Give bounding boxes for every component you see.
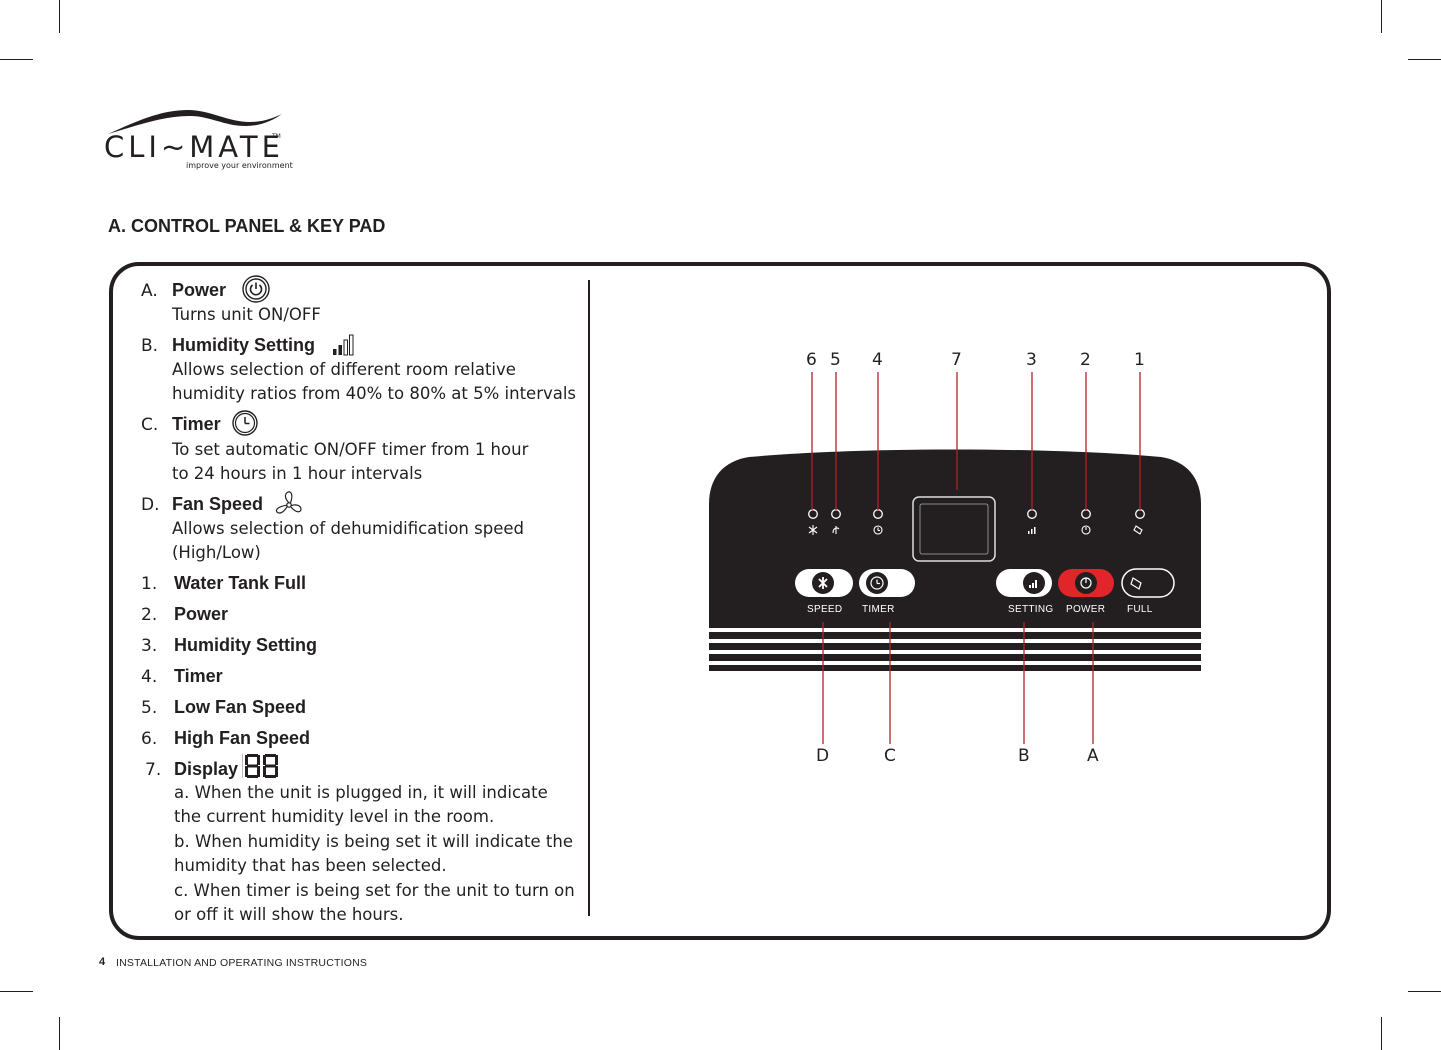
logo-tagline: improve your environment <box>186 161 293 170</box>
crop-mark <box>59 0 60 33</box>
list-heading: Power <box>174 604 229 624</box>
list-heading: Low Fan Speed <box>174 697 307 717</box>
list-marker: 3. <box>141 636 158 656</box>
callout-letter: B <box>1018 746 1030 766</box>
callout-number: 3 <box>1026 350 1037 370</box>
callout-number: 7 <box>951 350 962 370</box>
list-description: c. When timer is being set for the unit … <box>174 881 575 900</box>
crop-mark <box>0 991 33 992</box>
clock-icon <box>232 410 258 436</box>
crop-mark <box>59 1017 60 1050</box>
list-heading: Display <box>174 759 239 779</box>
callout-letter: D <box>816 746 830 766</box>
section-title: A. CONTROL PANEL & KEY PAD <box>108 216 386 236</box>
list-heading: Power <box>172 280 227 300</box>
page-number: 4 <box>99 956 106 968</box>
list-description: Allows selection of dehumidification spe… <box>172 519 524 538</box>
key-label-timer: TIMER <box>862 604 895 615</box>
list-description: Allows selection of different room relat… <box>172 360 516 379</box>
key-label-full: FULL <box>1127 604 1153 615</box>
list-heading: Fan Speed <box>172 494 264 514</box>
list-heading: Timer <box>172 414 221 434</box>
list-description: (High/Low) <box>172 543 261 562</box>
logo-wordmark: CLI~MATE <box>104 130 284 164</box>
crop-mark <box>0 59 33 60</box>
callout-number: 5 <box>830 350 841 370</box>
list-heading: Humidity Setting <box>174 635 317 655</box>
column-divider <box>588 280 590 916</box>
list-marker: 2. <box>141 605 158 625</box>
callout-letter: A <box>1087 746 1099 766</box>
fan-icon <box>275 491 302 514</box>
callout-number: 4 <box>872 350 883 370</box>
seven-segment-88-icon <box>242 754 278 778</box>
footer-title: INSTALLATION AND OPERATING INSTRUCTIONS <box>116 957 368 969</box>
list-marker: B. <box>141 336 159 356</box>
callout-number: 1 <box>1134 350 1145 370</box>
key-label-speed: SPEED <box>807 604 843 615</box>
dehumidifier-panel <box>709 449 1201 675</box>
list-heading: Timer <box>174 666 223 686</box>
list-description: Turns unit ON/OFF <box>172 305 321 324</box>
list-description: a. When the unit is plugged in, it will … <box>174 783 548 802</box>
crop-mark <box>1381 1017 1382 1050</box>
list-heading: Humidity Setting <box>172 335 315 355</box>
callout-number: 6 <box>806 350 817 370</box>
list-heading: High Fan Speed <box>174 728 311 748</box>
crop-mark <box>1408 991 1441 992</box>
list-description: b. When humidity is being set it will in… <box>174 832 573 851</box>
list-marker: 1. <box>141 574 158 594</box>
logo-swoosh-icon <box>108 110 282 134</box>
control-panel-frame <box>109 262 1331 940</box>
crop-mark <box>1381 0 1382 33</box>
logo-trademark: TM <box>272 133 281 140</box>
list-description: or off it will show the hours. <box>174 905 404 924</box>
list-description: To set automatic ON/OFF timer from 1 hou… <box>172 440 529 459</box>
list-marker: 4. <box>141 667 158 687</box>
list-marker: 7. <box>145 760 162 780</box>
list-description: the current humidity level in the room. <box>174 807 495 826</box>
signal-bars-icon <box>333 334 354 356</box>
callout-number: 2 <box>1080 350 1091 370</box>
list-description: humidity ratios from 40% to 80% at 5% in… <box>172 384 577 403</box>
list-marker: D. <box>141 495 160 515</box>
callout-letter: C <box>884 746 896 766</box>
list-description: to 24 hours in 1 hour intervals <box>172 464 423 483</box>
list-marker: A. <box>141 281 158 301</box>
key-label-setting: SETTING <box>1008 604 1054 615</box>
list-marker: C. <box>141 415 159 435</box>
list-description: humidity that has been selected. <box>174 856 447 875</box>
crop-mark <box>1408 59 1441 60</box>
list-marker: 5. <box>141 698 158 718</box>
power-icon <box>242 275 270 303</box>
list-marker: 6. <box>141 729 158 749</box>
key-label-power: POWER <box>1066 604 1106 615</box>
list-heading: Water Tank Full <box>174 573 307 593</box>
